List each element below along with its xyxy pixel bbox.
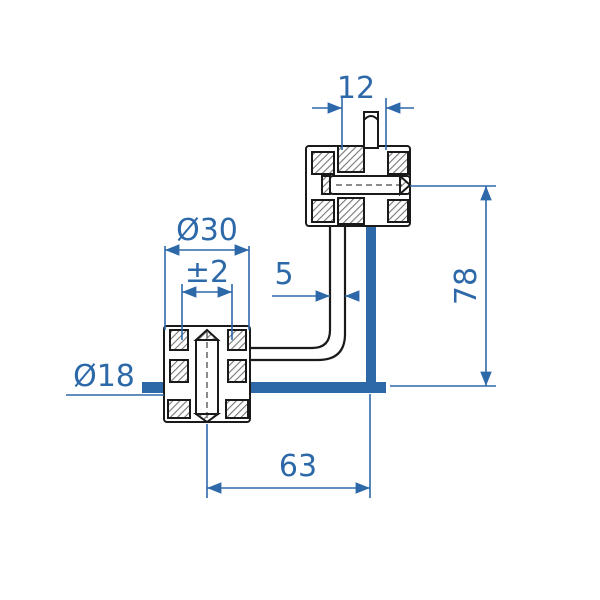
dim-outer-diameter: Ø30: [176, 213, 238, 248]
dim-tolerance: ±2: [185, 255, 229, 290]
dimension-labels: 12 Ø30 ±2 5 Ø18 78 63: [73, 71, 484, 484]
horizontal-glass-pane: [142, 382, 386, 393]
upper-clamp-fitting: [305, 111, 412, 227]
dim-height: 78: [449, 267, 484, 305]
lower-clamp-fitting: [163, 325, 251, 424]
connecting-arm: [212, 222, 347, 362]
dimension-lines: [66, 98, 496, 498]
vertical-glass-pane: [366, 112, 376, 389]
dim-gap: 5: [274, 257, 293, 292]
glass-panes: [142, 112, 386, 393]
dim-bolt-diameter: Ø18: [73, 359, 135, 394]
dim-glass-thickness: 12: [337, 71, 375, 106]
dim-width: 63: [279, 449, 317, 484]
